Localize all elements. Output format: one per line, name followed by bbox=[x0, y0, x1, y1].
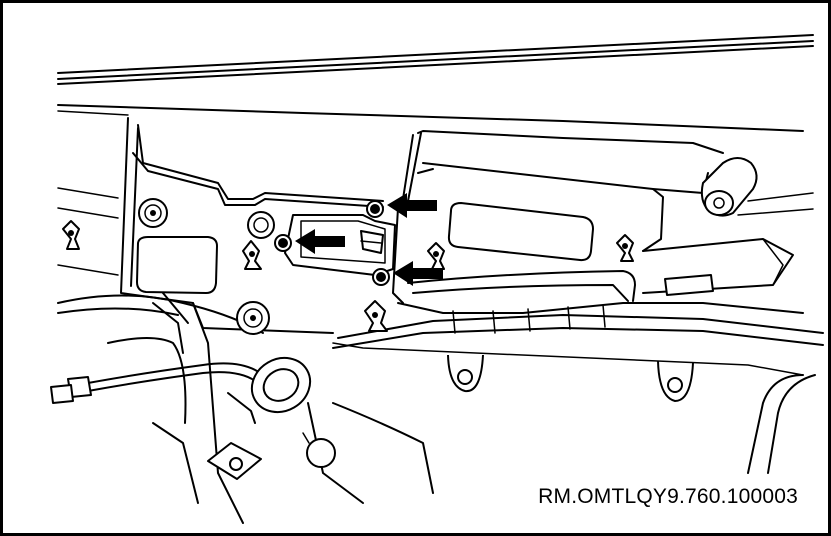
wire-harness bbox=[50, 362, 264, 404]
lower-tabs bbox=[447, 354, 694, 402]
arrow-left-icon bbox=[393, 261, 443, 286]
raised-rail bbox=[332, 270, 824, 349]
washer-lower bbox=[236, 301, 270, 335]
knob bbox=[302, 432, 336, 468]
bolt-icon bbox=[372, 268, 390, 286]
washer-center bbox=[247, 211, 275, 239]
clip-icon bbox=[242, 240, 262, 270]
right-side-lines bbox=[642, 192, 814, 294]
access-slot-right bbox=[447, 202, 594, 262]
top-trim-strip bbox=[57, 34, 814, 85]
mounting-plate bbox=[284, 214, 396, 276]
bolt-icon bbox=[366, 200, 384, 218]
lower-bracket bbox=[207, 442, 262, 480]
panel-line-drawing bbox=[50, 34, 824, 524]
cylinder-boss bbox=[700, 157, 758, 217]
clip-icon bbox=[62, 220, 80, 250]
grommet-icon bbox=[227, 356, 312, 424]
lower-right-edge bbox=[332, 342, 816, 474]
arrow-left-icon bbox=[295, 229, 345, 254]
figure-code: RM.OMTLQY9.760.100003 bbox=[538, 485, 798, 508]
upper-panel-edge bbox=[57, 104, 804, 154]
washer-upper-left bbox=[138, 198, 168, 228]
bolt-icon bbox=[274, 234, 292, 252]
clip-icon bbox=[616, 234, 634, 262]
clip-icon bbox=[364, 300, 388, 332]
clip-icon bbox=[427, 242, 445, 270]
arrow-left-icon bbox=[387, 193, 437, 218]
left-side-lines bbox=[57, 187, 119, 276]
connector-box bbox=[664, 274, 714, 296]
access-opening-left bbox=[136, 236, 218, 294]
